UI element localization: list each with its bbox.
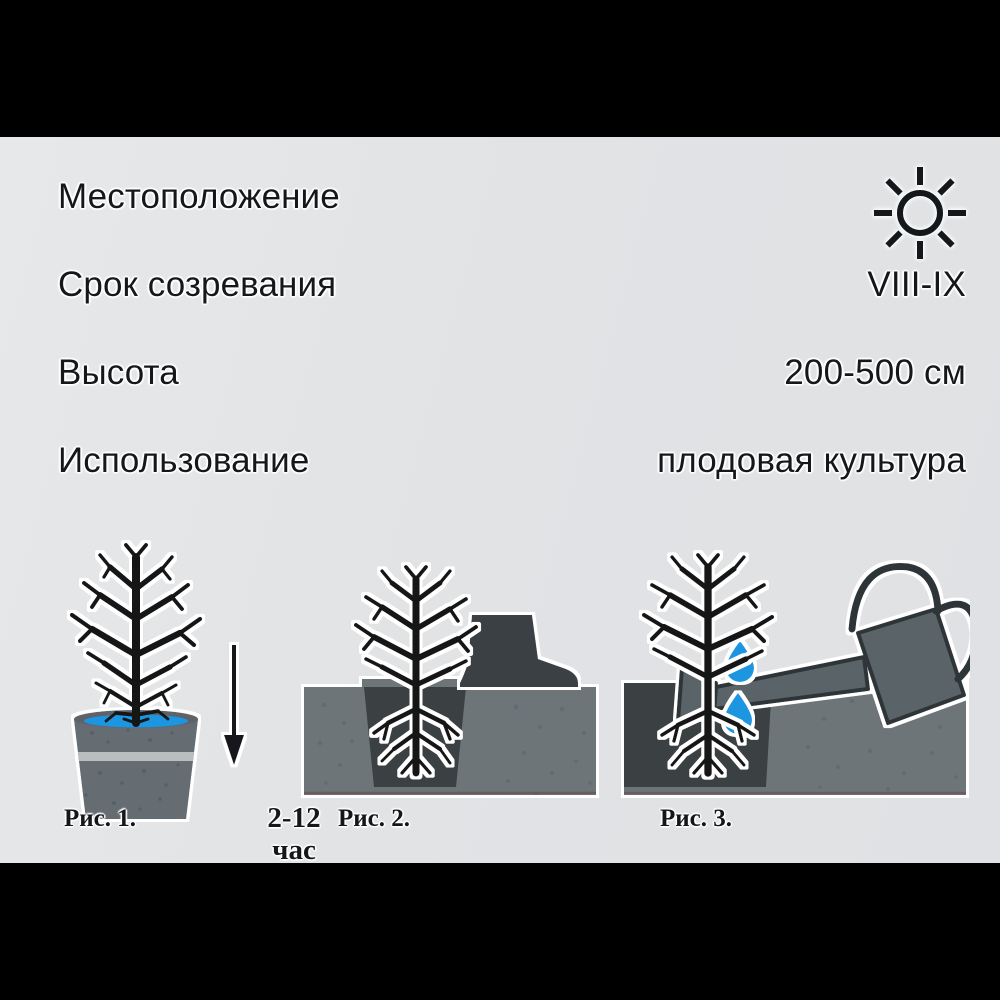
spec-value-ripening-period: VIII-IX (867, 265, 966, 304)
spec-label-location: Местоположение (58, 177, 340, 216)
spec-label-usage: Использование (58, 441, 310, 480)
figure-3-water-the-sapling: Рис. 3. (620, 537, 970, 837)
bare-sapling-icon (354, 565, 478, 777)
spec-label-ripening-period: Срок созревания (58, 265, 337, 304)
figure-2-plant-and-tamp: Рис. 2. (300, 537, 600, 837)
letterbox-top-bar (0, 0, 1000, 137)
spec-row-height: Высота 200-500 см (58, 353, 966, 441)
spec-row-usage: Использование плодовая культура (58, 441, 966, 529)
figure-1-caption: Рис. 1. (64, 805, 137, 832)
sun-icon (872, 165, 968, 261)
soak-duration-note: 2-12 час (246, 802, 342, 863)
watering-can-icon (676, 563, 970, 725)
spec-value-height: 200-500 см (784, 353, 966, 392)
soak-duration-value: 2-12 (267, 802, 321, 834)
info-card: Местоположение (0, 137, 1000, 863)
figure-1-soak-roots: 2-12 час Рис. 1. (48, 537, 321, 863)
spec-row-location: Местоположение (58, 167, 966, 265)
figure-3-caption: Рис. 3. (660, 805, 733, 832)
spec-label-height: Высота (58, 353, 179, 392)
down-arrow-icon (224, 645, 244, 765)
spec-value-usage: плодовая культура (657, 441, 966, 480)
planting-instruction-figures: 2-12 час Рис. 1. (0, 537, 1000, 863)
figure-2-caption: Рис. 2. (338, 805, 411, 832)
spec-table: Местоположение (58, 167, 966, 529)
soak-duration-unit: час (272, 834, 316, 863)
spec-row-ripening-period: Срок созревания VIII-IX (58, 265, 966, 353)
boot-icon (460, 615, 578, 687)
letterbox-bottom-bar (0, 863, 1000, 1000)
bare-sapling-icon (641, 553, 775, 777)
